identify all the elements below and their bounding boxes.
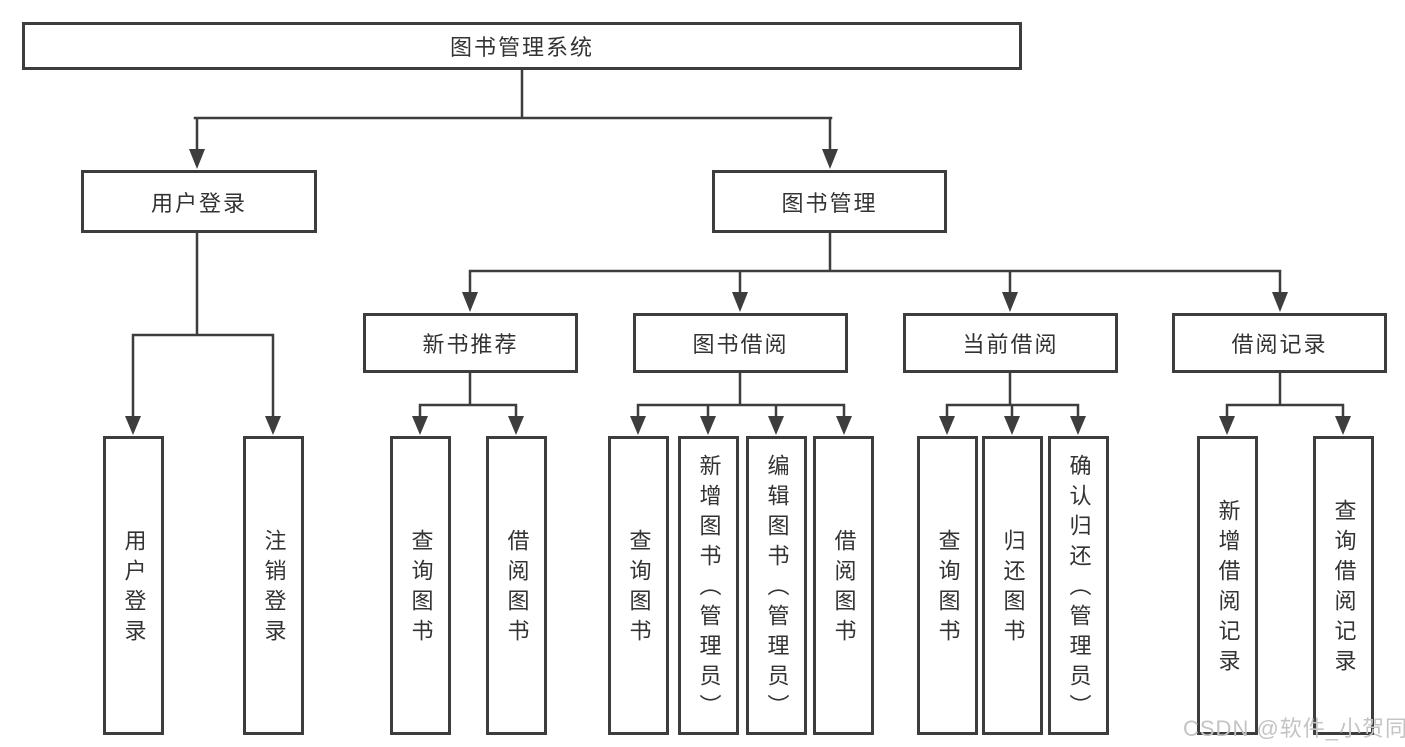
- connector-lines: [131, 68, 1345, 422]
- node-library-management-system: 图书管理系统: [22, 22, 1022, 70]
- node-book-borrowing: 图书借阅: [633, 313, 848, 373]
- node-current-borrowing: 当前借阅: [903, 313, 1118, 373]
- leaf-query-books-recommendation: 查询图书: [390, 436, 451, 735]
- leaf-borrow-books: 借阅图书: [813, 436, 874, 735]
- node-borrowing-records: 借阅记录: [1172, 313, 1387, 373]
- leaf-query-borrow-record: 查询借阅记录: [1313, 436, 1374, 735]
- arrowhead-icons: [125, 149, 1351, 435]
- leaf-add-book-admin: 新增图书（管理员）: [678, 436, 739, 735]
- leaf-borrow-books-recommendation: 借阅图书: [486, 436, 547, 735]
- leaf-add-borrow-record: 新增借阅记录: [1197, 436, 1258, 735]
- leaf-query-books-borrowing: 查询图书: [608, 436, 669, 735]
- leaf-logout: 注销登录: [243, 436, 304, 735]
- node-new-book-recommendation: 新书推荐: [363, 313, 578, 373]
- leaf-return-book: 归还图书: [982, 436, 1043, 735]
- csdn-watermark: CSDN @软件_小贺同学: [1183, 716, 1405, 741]
- leaf-confirm-return-admin: 确认归还（管理员）: [1048, 436, 1109, 735]
- leaf-query-books-current: 查询图书: [917, 436, 978, 735]
- node-book-management: 图书管理: [712, 170, 947, 233]
- node-user-login: 用户登录: [81, 170, 317, 233]
- leaf-edit-book-admin: 编辑图书（管理员）: [746, 436, 807, 735]
- leaf-user-login: 用户登录: [103, 436, 164, 735]
